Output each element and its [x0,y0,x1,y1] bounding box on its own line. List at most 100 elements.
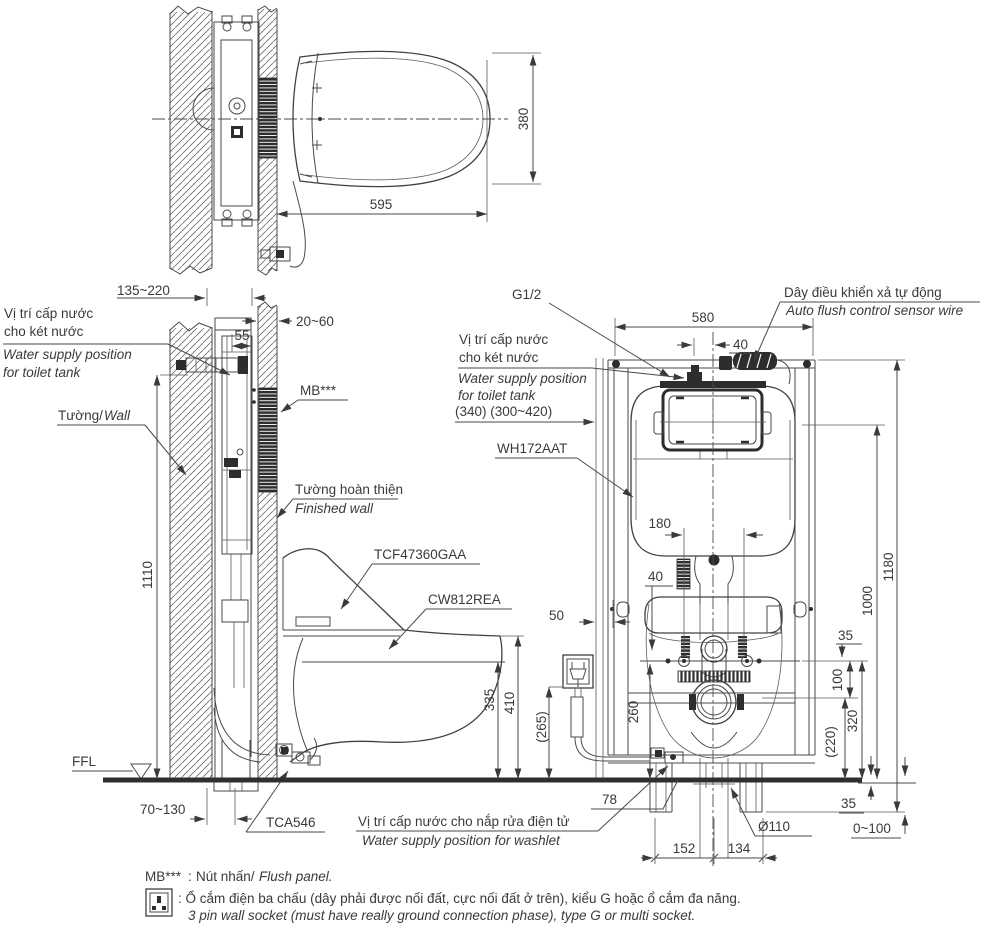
label-washlet-vn: Vị trí cấp nước cho nắp rửa điện tử [358,814,570,829]
side-elevation: 135~220 20~60 55 1110 70~130 335 410 (26… [3,283,669,848]
side-supply-stub [176,356,248,374]
label-wh-leader [576,457,634,498]
label-ffl: FFL [72,754,96,769]
dim-260: 260 [626,701,641,724]
label-washlet-en: Water supply position for washlet [362,833,561,848]
label-finished-en: Finished wall [295,501,374,516]
dim-40mid: 40 [648,569,663,584]
label-finished-vn: Tường hoàn thiện [295,482,403,497]
side-wall-edges [169,321,213,780]
side-finished-wall-edges [257,301,278,780]
dim-152-134-ext [654,818,764,864]
side-labels: Vị trí cấp nước cho két nước Water suppl… [3,306,669,848]
label-supply-r-vn1: Vị trí cấp nước [459,332,548,347]
dim-135-220-ext [206,288,253,306]
front-washlet-unit [644,596,783,658]
plan-flush-panel [258,77,278,159]
side-toilet [282,548,505,763]
front-elevation: 580 40 (340) (300~420) WH172AAT 180 40 5… [103,285,980,866]
side-wall-hatch [170,328,212,780]
label-supply-r-vn2: cho két nước [459,350,539,365]
label-g12: G1/2 [512,287,541,302]
label-mb: MB*** [300,383,337,398]
wall-socket [562,654,650,762]
dim-340: (340) (300~420) [455,404,552,419]
notes: MB*** : Nút nhấn/ Flush panel. : Ổ cắm đ… [145,869,741,923]
dim-380: 380 [516,108,531,131]
dim-320: 320 [845,710,860,733]
label-supply-vn2: cho két nước [4,324,84,339]
dim-50: 50 [549,608,564,623]
front-washlet-supply [650,747,684,764]
label-tca: TCA546 [266,815,316,830]
dim-78: 78 [602,792,617,807]
dim-180: 180 [648,516,671,531]
dim-35a: 35 [838,628,853,643]
front-supply-and-sensor [687,352,791,385]
dim-335: 335 [482,689,497,712]
front-flush-panel [653,388,772,452]
note-mb-en: Flush panel. [259,869,333,884]
label-supply-vn1: Vị trí cấp nước [4,306,93,321]
plan-wall-hatch [170,12,212,270]
front-wall-ref-lines [595,358,604,779]
label-wall-vn: Tường/ [58,408,103,423]
plan-power-cord [260,180,306,268]
plan-view: 595 380 [152,5,541,276]
socket-icon [145,888,173,917]
front-panel-centermark [660,410,766,434]
dim-55: 55 [234,328,249,343]
dim-70-130: 70~130 [140,802,185,817]
plan-wall-breaks [169,5,213,275]
dim-135-220: 135~220 [117,283,170,298]
dim-70-130-ext [206,788,236,825]
dim-410: 410 [502,692,517,715]
dim-220: (220) [823,726,838,758]
note-mb-code: MB*** [145,869,182,884]
dim-20-60: 20~60 [296,314,334,329]
dim-35b: 35 [841,796,856,811]
dim-595: 595 [370,197,393,212]
label-tcf: TCF47360GAA [374,547,466,562]
label-supply-en1: Water supply position [3,347,132,362]
dim-100: 100 [830,669,845,692]
label-wh: WH172AAT [497,441,567,456]
dim-1180: 1180 [881,552,896,581]
note-socket-vn: : Ổ cắm điện ba chấu (dây phải được nối … [178,891,741,906]
label-supply-r-en1: Water supply position [458,371,587,386]
dim-0-100: 0~100 [853,821,891,836]
dim-1000: 1000 [860,586,875,616]
dim-110: Ø110 [758,819,790,834]
dim-152-134-line [650,853,768,863]
dim-580: 580 [692,310,715,325]
front-flush-pipe [676,554,734,640]
dim-40top: 40 [733,337,748,352]
label-sensor-en: Auto flush control sensor wire [785,303,963,318]
plan-wall-edges [169,11,213,269]
front-labels: G1/2 Dây điều khiển xả tự động Auto flus… [458,285,980,403]
dim-180-ext [683,528,745,652]
label-sensor-vn: Dây điều khiển xả tự động [784,285,942,300]
dim-1110: 1110 [140,561,155,589]
label-cw: CW812REA [428,592,501,607]
dim-134: 134 [728,841,751,856]
label-wall-en: Wall [104,408,131,423]
side-flush-panel [258,387,278,493]
side-finished-wall-hatch [258,306,277,780]
front-frame [607,359,816,813]
front-bolts-drain [640,603,800,858]
label-supply-r-en2: for toilet tank [458,388,537,403]
note-mb-vn: Nút nhấn/ [196,869,255,884]
dim-380-ext [492,52,541,185]
label-supply-en2: for toilet tank [3,365,82,380]
plan-tank-section [192,15,260,227]
dim-265: (265) [534,711,549,743]
side-valve-cluster [275,737,321,766]
note-socket-en: 3 pin wall socket (must have really grou… [188,908,695,923]
dim-78-leader [591,779,679,810]
dim-110-leader [730,787,756,837]
note-mb-sep: : [188,869,192,884]
dim-152: 152 [673,841,696,856]
